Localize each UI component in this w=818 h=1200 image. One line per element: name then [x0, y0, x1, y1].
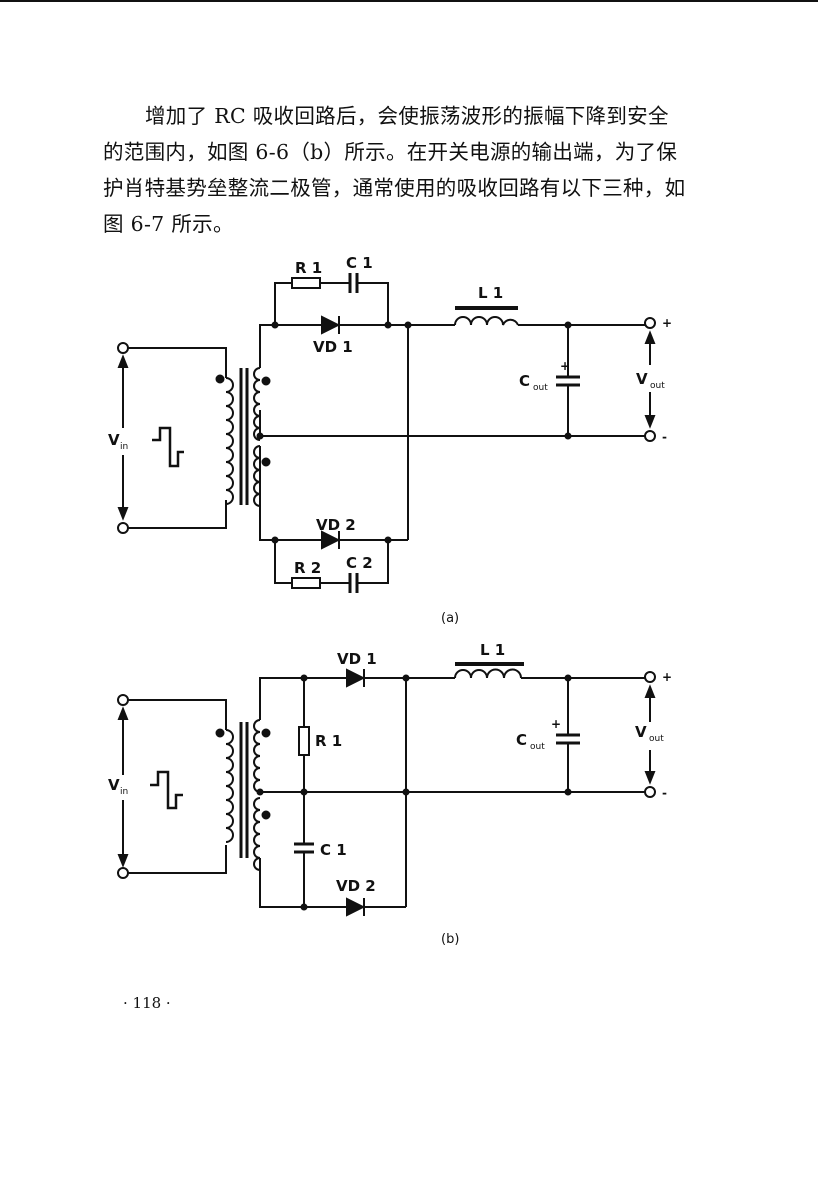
- label-minus: -: [662, 430, 667, 444]
- label-vd2: VD 2: [336, 877, 376, 895]
- figure-a-input-side: [117, 342, 227, 534]
- label-r2: R 2: [294, 559, 321, 577]
- label-c1: C 1: [346, 254, 373, 272]
- label-minus: -: [662, 786, 667, 800]
- figure-a-labels: R 1 C 1 VD 1 L 1 VD 2 R 2 C 2 V in C out…: [108, 254, 672, 577]
- paragraph-line-4: 图 6-7 所示。: [103, 212, 234, 236]
- label-l1: L 1: [478, 284, 503, 302]
- label-vin-sub: in: [120, 442, 128, 452]
- page-number: · 118 ·: [123, 994, 171, 1012]
- label-cout-sub: out: [533, 383, 548, 393]
- label-vd1: VD 1: [337, 650, 377, 668]
- label-r1: R 1: [295, 259, 322, 277]
- label-vout: V: [636, 370, 648, 388]
- label-vd1: VD 1: [313, 338, 353, 356]
- label-cap-plus: +: [551, 717, 561, 731]
- top-rule: [0, 0, 818, 2]
- paragraph-line-3: 护肖特基势垒整流二极管，通常使用的吸收回路有以下三种，如: [103, 176, 686, 200]
- figure-b-transformer: [215, 719, 271, 871]
- label-vin: V: [108, 776, 120, 794]
- figure-a-transformer: [215, 367, 271, 507]
- label-plus: +: [662, 670, 672, 684]
- paragraph-line-1: 增加了 RC 吸收回路后，会使振荡波形的振幅下降到安全: [145, 104, 669, 128]
- label-l1: L 1: [480, 641, 505, 659]
- label-vout: V: [635, 723, 647, 741]
- paragraph-line-2: 的范围内，如图 6-6（b）所示。在开关电源的输出端，为了保: [103, 140, 678, 164]
- figure-b-labels: VD 1 L 1 R 1 C 1 VD 2 V in C out V out +…: [108, 641, 672, 895]
- label-c2: C 2: [346, 554, 373, 572]
- label-cout: C: [516, 731, 527, 749]
- figure-b-input-side: [117, 694, 227, 879]
- figure-b-junctions: [256, 674, 572, 911]
- body-paragraph: 增加了 RC 吸收回路后，会使振荡波形的振幅下降到安全 的范围内，如图 6-6（…: [103, 98, 693, 242]
- label-vd2: VD 2: [316, 516, 356, 534]
- label-vin: V: [108, 431, 120, 449]
- label-vout-sub: out: [650, 381, 665, 391]
- label-vin-sub: in: [120, 787, 128, 797]
- figure-b-wiring: [259, 662, 656, 917]
- label-cout: C: [519, 372, 530, 390]
- figure-b-caption: (b): [441, 932, 460, 947]
- label-c1: C 1: [320, 841, 347, 859]
- label-cout-sub: out: [530, 742, 545, 752]
- figure-a-wiring: [259, 273, 656, 593]
- label-vout-sub: out: [649, 734, 664, 744]
- label-plus: +: [662, 316, 672, 330]
- figure-a-junctions: [256, 321, 572, 544]
- label-r1: R 1: [315, 732, 342, 750]
- figure-a-caption: (a): [441, 611, 460, 626]
- label-cap-plus: +: [560, 359, 570, 373]
